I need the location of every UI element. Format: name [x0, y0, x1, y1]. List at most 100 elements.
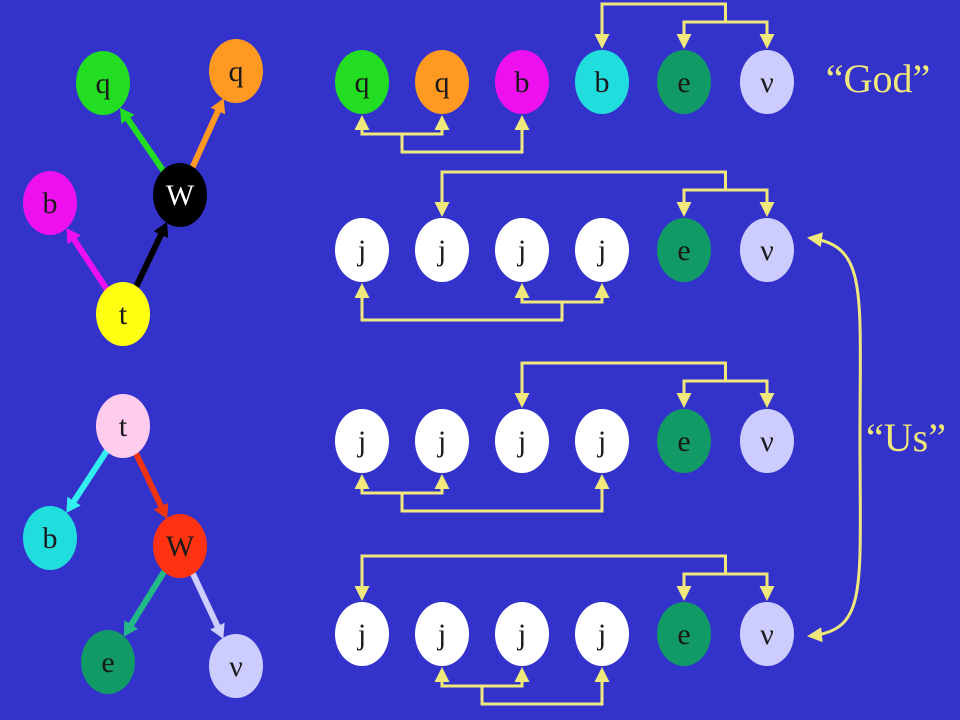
- row-us-1-node-5-label: e: [677, 234, 690, 267]
- row-god-node-5: e: [657, 50, 711, 114]
- bottom_decay-node-nu: ν: [209, 634, 263, 698]
- row-us-3-node-4-oval: [575, 602, 629, 666]
- row-us-1-node-2-label: j: [437, 234, 446, 267]
- top-quark-leptonic-decay: t b We ν: [23, 394, 263, 698]
- row-us-2-bottom-connector: [354, 474, 610, 513]
- row-god-node-5-oval: [657, 50, 711, 114]
- row-god-node-2-label: q: [435, 66, 450, 99]
- row-us-3-node-2-oval: [415, 602, 469, 666]
- row-us-3-node-1-label: j: [357, 618, 366, 651]
- row-us-1-node-6-oval: [740, 218, 794, 282]
- row-us-1-node-5: e: [657, 218, 711, 282]
- row-us-2-node-4: j: [575, 409, 629, 473]
- bottom_decay-node-e: e: [81, 630, 135, 694]
- bottom_decay-node-b: b: [23, 506, 77, 570]
- top_decay-node-b-label: b: [43, 187, 58, 220]
- row-us-3-node-3-label: j: [517, 618, 526, 651]
- row-us-3-node-2: j: [415, 602, 469, 666]
- row-us-1-node-2-oval: [415, 218, 469, 282]
- row-us-3-node-4-label: j: [597, 618, 606, 651]
- row-us-2-node-5-label: e: [677, 425, 690, 458]
- row-us-3-node-3-oval: [495, 602, 549, 666]
- row-us-3-node-1: j: [335, 602, 389, 666]
- bottom_decay-node-t: t: [96, 394, 150, 458]
- top_decay-node-W-oval: [153, 163, 207, 227]
- bottom_decay-node-t-oval: [96, 394, 150, 458]
- row-us-1-node-4-label: j: [597, 234, 606, 267]
- row-us-1-node-6: ν: [740, 218, 794, 282]
- us-double-arrow: [807, 232, 862, 643]
- top_decay-node-b-oval: [23, 171, 77, 235]
- row-god-node-4-oval: [575, 50, 629, 114]
- top_decay-node-W-label: W: [166, 179, 195, 212]
- row-us-1-bottom-connector: [354, 283, 610, 322]
- top_decay-node-q1: q: [76, 51, 130, 115]
- top_decay-node-q1-oval: [76, 51, 130, 115]
- row-us-1-node-3-label: j: [517, 234, 526, 267]
- row-us-3-node-5-oval: [657, 602, 711, 666]
- row-us-1-node-4-oval: [575, 218, 629, 282]
- row-us-2-top-connector: [514, 361, 775, 408]
- row-us-3-node-3: j: [495, 602, 549, 666]
- row-god-node-3-label: b: [515, 66, 530, 99]
- row-us-3-node-6-oval: [740, 602, 794, 666]
- row-god-bottom-connector: [354, 115, 530, 154]
- row-us-2-node-2: j: [415, 409, 469, 473]
- row-us-3-node-6: ν: [740, 602, 794, 666]
- row-us-1-node-6-label: ν: [760, 234, 774, 267]
- row-god-node-1-oval: [335, 50, 389, 114]
- row-us-2-node-2-oval: [415, 409, 469, 473]
- row-us-1-node-1-oval: [335, 218, 389, 282]
- bottom_decay-node-e-oval: [81, 630, 135, 694]
- top_decay-node-W: W: [153, 163, 207, 227]
- row-us-2-node-6-label: ν: [760, 425, 774, 458]
- row-us-2-node-6-oval: [740, 409, 794, 473]
- row-us-1-node-3: j: [495, 218, 549, 282]
- row-us-3-node-6-label: ν: [760, 618, 774, 651]
- row-god-node-5-label: e: [677, 66, 690, 99]
- row-us-3-node-4: j: [575, 602, 629, 666]
- row-us-2-node-4-label: j: [597, 425, 606, 458]
- row-god-node-6-label: ν: [760, 66, 774, 99]
- row-us-3-top-connector: [354, 554, 775, 601]
- row-us-1-top-connector: [434, 170, 775, 217]
- bottom_decay-node-nu-oval: [209, 634, 263, 698]
- row-us-1-node-3-oval: [495, 218, 549, 282]
- top_decay-node-q1-label: q: [96, 67, 111, 100]
- row-us-3-node-5-label: e: [677, 618, 690, 651]
- row-us-3-node-2-label: j: [437, 618, 446, 651]
- bottom_decay-node-nu-label: ν: [229, 650, 243, 683]
- row-us-2-node-5: e: [657, 409, 711, 473]
- row-god-node-2: q: [415, 50, 469, 114]
- row-god-node-3: b: [495, 50, 549, 114]
- top_decay-node-b: b: [23, 171, 77, 235]
- top_decay-node-q2-oval: [209, 39, 263, 103]
- row-us-2-node-1: j: [335, 409, 389, 473]
- top_decay-node-t: t: [96, 282, 150, 346]
- bottom_decay-node-b-oval: [23, 506, 77, 570]
- row-us-2-node-2-label: j: [437, 425, 446, 458]
- row-god-node-4-label: b: [595, 66, 610, 99]
- bottom_decay-node-W-oval: [153, 514, 207, 578]
- bottom_decay-node-W-label: W: [166, 530, 195, 563]
- row-us-1-node-1-label: j: [357, 234, 366, 267]
- row-god-node-2-oval: [415, 50, 469, 114]
- bottom_decay-node-e-label: e: [101, 646, 114, 679]
- row-us-1-node-4: j: [575, 218, 629, 282]
- row-us-2-node-5-oval: [657, 409, 711, 473]
- bottom_decay-node-b-label: b: [43, 522, 58, 555]
- row-god-node-6-oval: [740, 50, 794, 114]
- row-us-2-node-3-oval: [495, 409, 549, 473]
- row-god-node-4: b: [575, 50, 629, 114]
- row-us-2-node-3: j: [495, 409, 549, 473]
- row-us-3-node-1-oval: [335, 602, 389, 666]
- row-us-1-node-2: j: [415, 218, 469, 282]
- row-god-node-3-oval: [495, 50, 549, 114]
- row-us-2-node-4-oval: [575, 409, 629, 473]
